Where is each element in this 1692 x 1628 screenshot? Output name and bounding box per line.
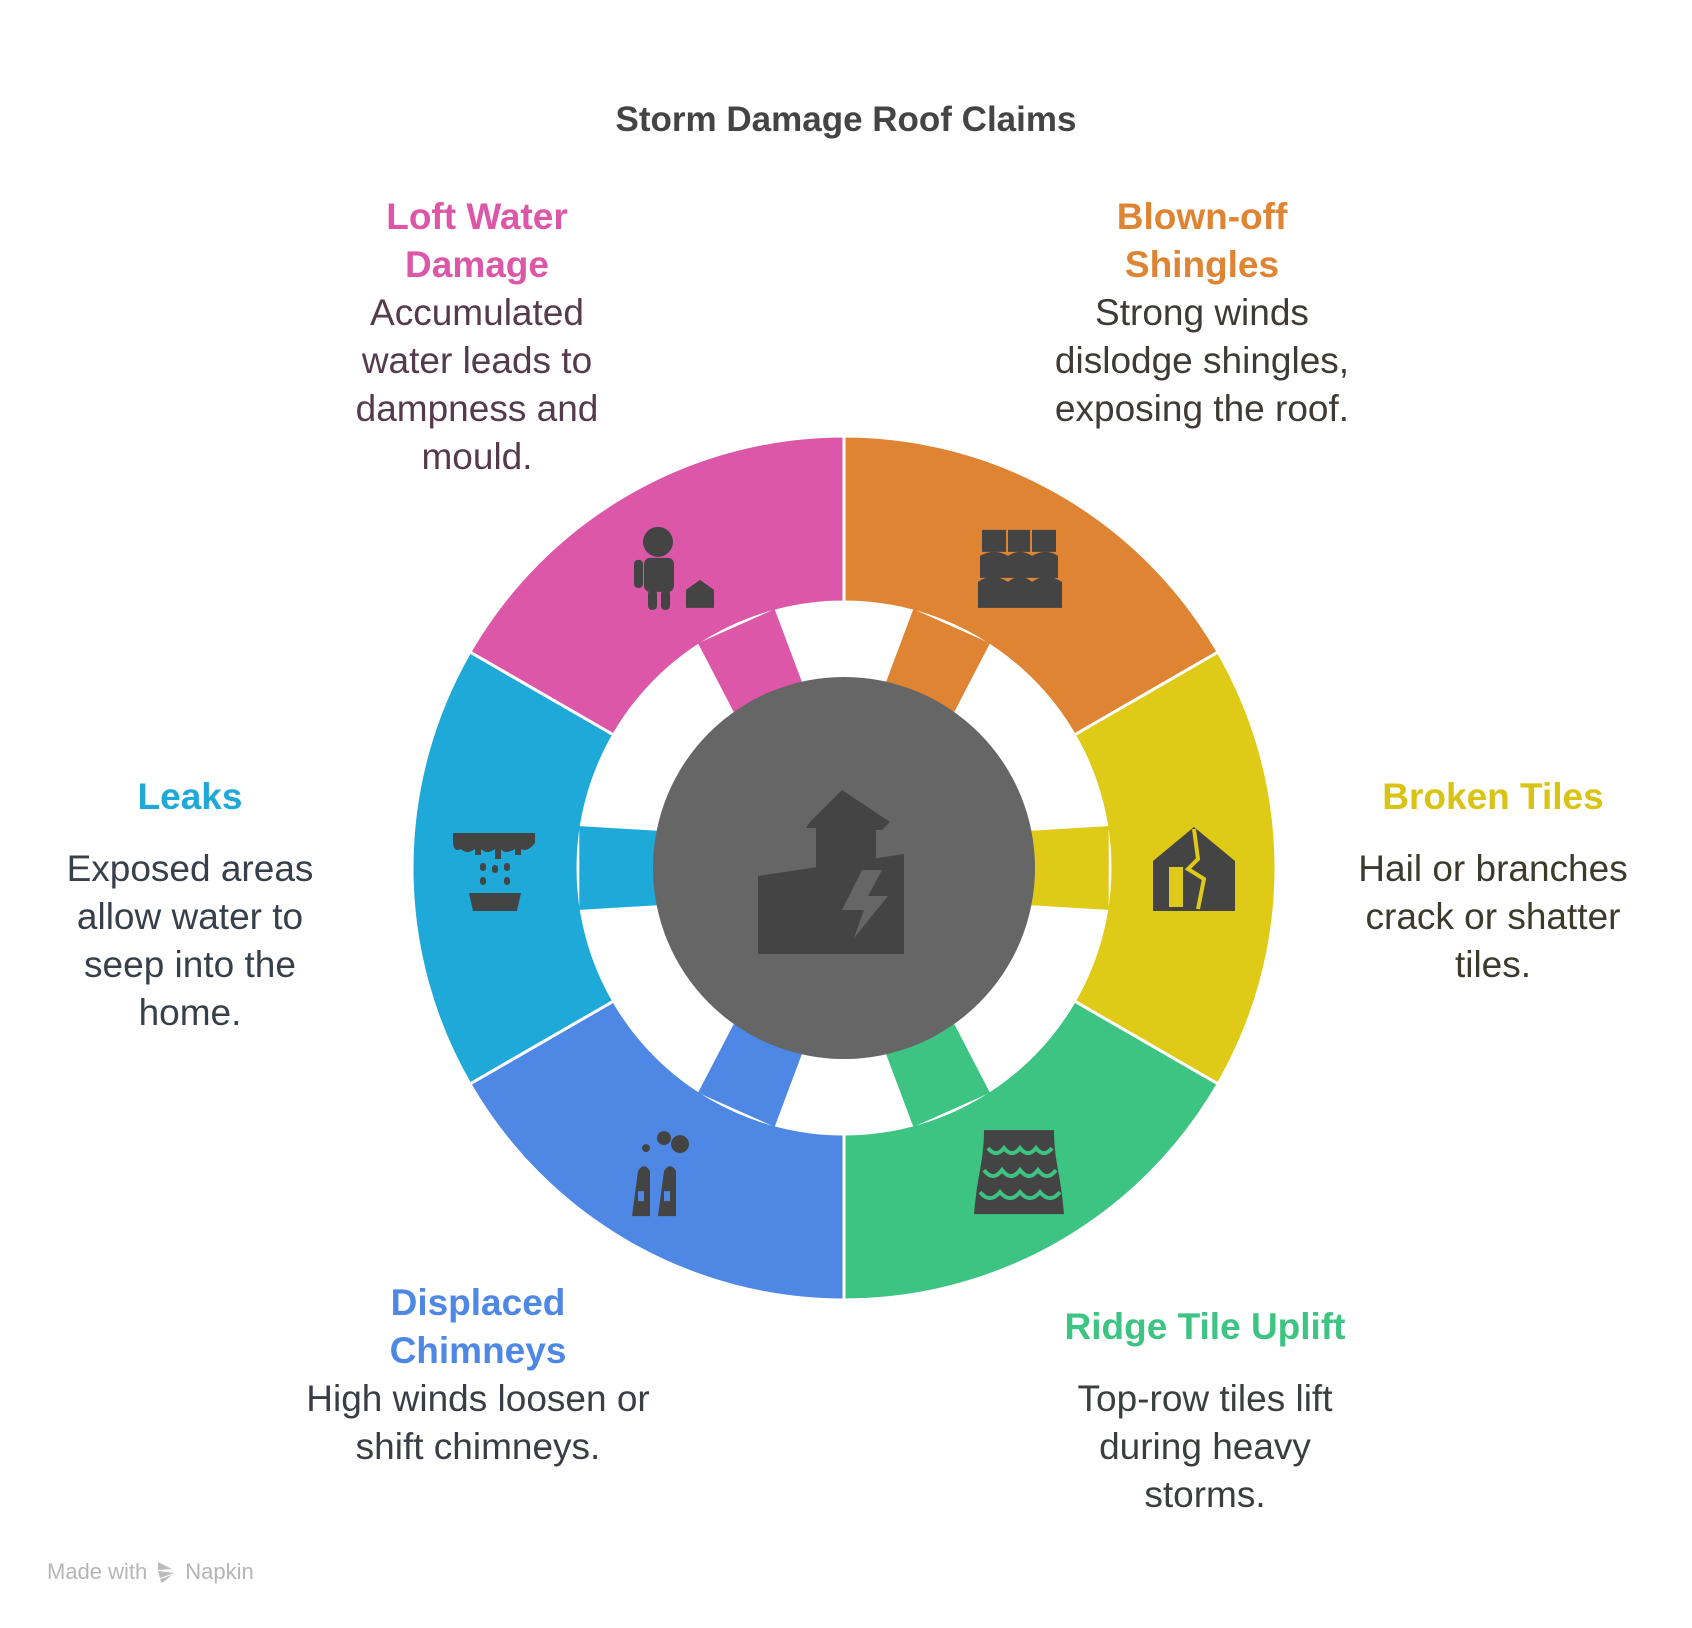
label-ridge-tile-uplift: Ridge Tile Uplift Top-row tiles lift dur… [1035, 1303, 1375, 1519]
label-broken-tiles: Broken Tiles Hail or branches crack or s… [1338, 773, 1648, 989]
item-body: Exposed areas allow water to seep into t… [66, 848, 314, 1033]
segment-2 [1072, 649, 1278, 1087]
segment-connector-3 [886, 1023, 990, 1127]
label-loft-water-damage: Loft Water Damage Accumulated water lead… [327, 193, 627, 481]
segment-connector-2 [1031, 826, 1109, 910]
segment-4 [467, 998, 846, 1302]
person-house-icon [634, 526, 714, 610]
item-title: Loft Water Damage [386, 196, 568, 285]
item-title: Broken Tiles [1382, 776, 1604, 817]
napkin-logo-icon [158, 1562, 175, 1583]
label-leaks: Leaks Exposed areas allow water to seep … [45, 773, 335, 1037]
item-body: Hail or branches crack or shatter tiles. [1358, 848, 1628, 985]
segment-connector-0 [698, 609, 802, 713]
label-blown-off-shingles: Blown-off Shingles Strong winds dislodge… [1032, 193, 1372, 433]
item-body: High winds loosen or shift chimneys. [306, 1378, 650, 1467]
item-title: Ridge Tile Uplift [1064, 1306, 1346, 1347]
item-body: Accumulated water leads to dampness and … [355, 292, 599, 477]
scale-tiles-icon [974, 1130, 1064, 1215]
chimney-smoke-icon [632, 1131, 689, 1217]
item-title: Displaced Chimneys [389, 1282, 567, 1371]
diagram-title: Storm Damage Roof Claims [615, 100, 1077, 139]
napkin-brand-text: Napkin [185, 1559, 254, 1584]
segment-connector-1 [886, 609, 990, 713]
dripping-leak-icon [453, 833, 535, 911]
shingles-icon [978, 529, 1062, 608]
segment-5 [410, 649, 616, 1087]
item-title: Leaks [137, 776, 243, 817]
segment-connector-5 [579, 826, 657, 910]
segment-connector-4 [698, 1023, 802, 1127]
storm-damaged-house-icon [758, 790, 904, 954]
item-body: Top-row tiles lift during heavy storms. [1077, 1378, 1333, 1515]
item-body: Strong winds dislodge shingles, exposing… [1054, 292, 1350, 429]
label-displaced-chimneys: Displaced Chimneys High winds loosen or … [303, 1279, 653, 1471]
made-with-text: Made with [47, 1559, 148, 1584]
item-title: Blown-off Shingles [1116, 196, 1288, 285]
cracked-house-icon [1153, 827, 1235, 911]
footer-watermark: Made with Napkin [47, 1559, 254, 1585]
